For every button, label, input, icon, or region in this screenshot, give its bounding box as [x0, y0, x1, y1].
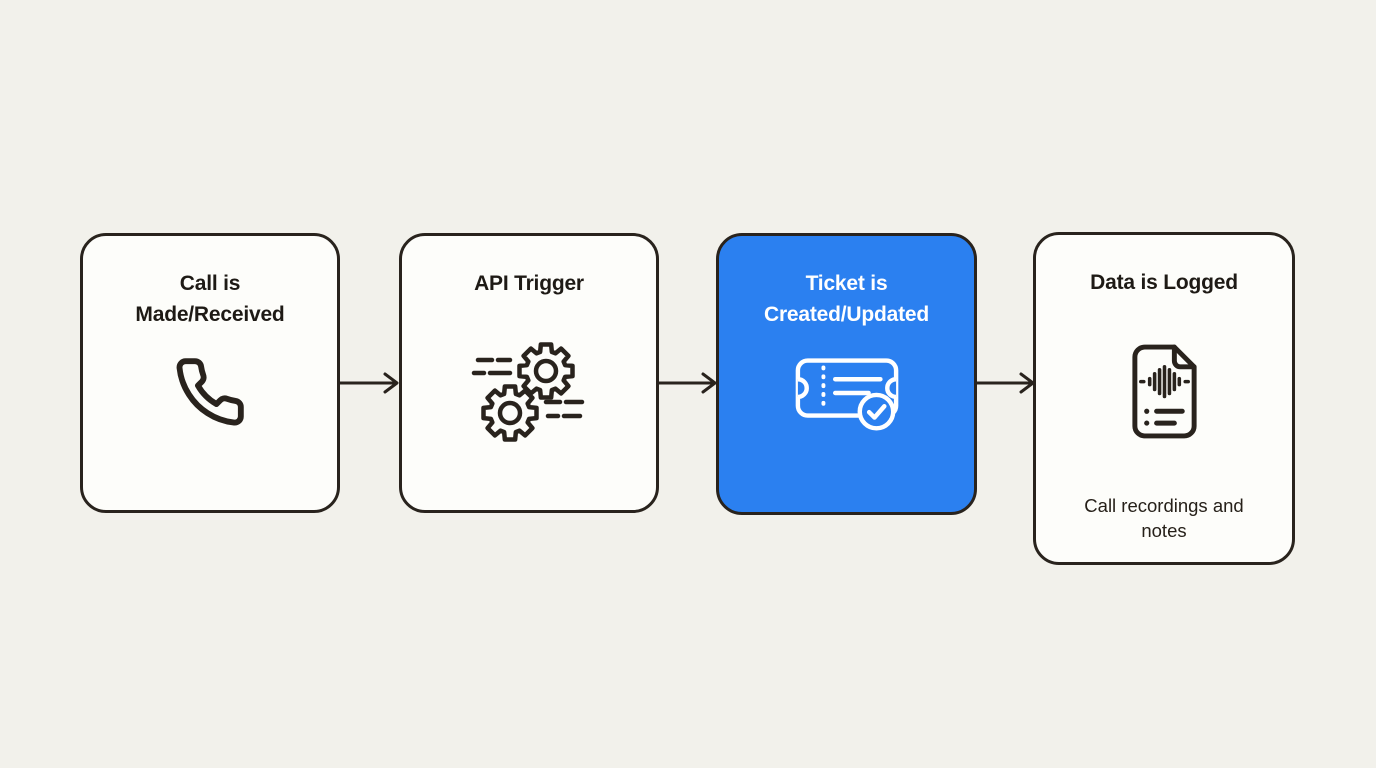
step-card-call: Call is Made/Received: [80, 233, 340, 513]
step-card-api-trigger: API Trigger: [399, 233, 659, 513]
step-card-data-logged: Data is Logged: [1033, 232, 1295, 565]
flow-arrow: [339, 370, 401, 396]
step-label: API Trigger: [474, 272, 584, 295]
ticket-check-icon: [719, 344, 974, 440]
flow-arrow: [657, 370, 719, 396]
step-label: Data is Logged: [1090, 271, 1238, 294]
step-caption: Call recordings and notes: [1084, 495, 1244, 541]
gears-icon: [402, 342, 656, 442]
phone-icon: [83, 344, 337, 440]
step-label: Ticket is Created/Updated: [763, 272, 930, 326]
step-label: Call is Made/Received: [135, 272, 285, 326]
flow-arrow: [975, 370, 1037, 396]
step-card-ticket: Ticket is Created/Updated: [716, 233, 977, 515]
document-audio-icon: [1036, 343, 1292, 439]
